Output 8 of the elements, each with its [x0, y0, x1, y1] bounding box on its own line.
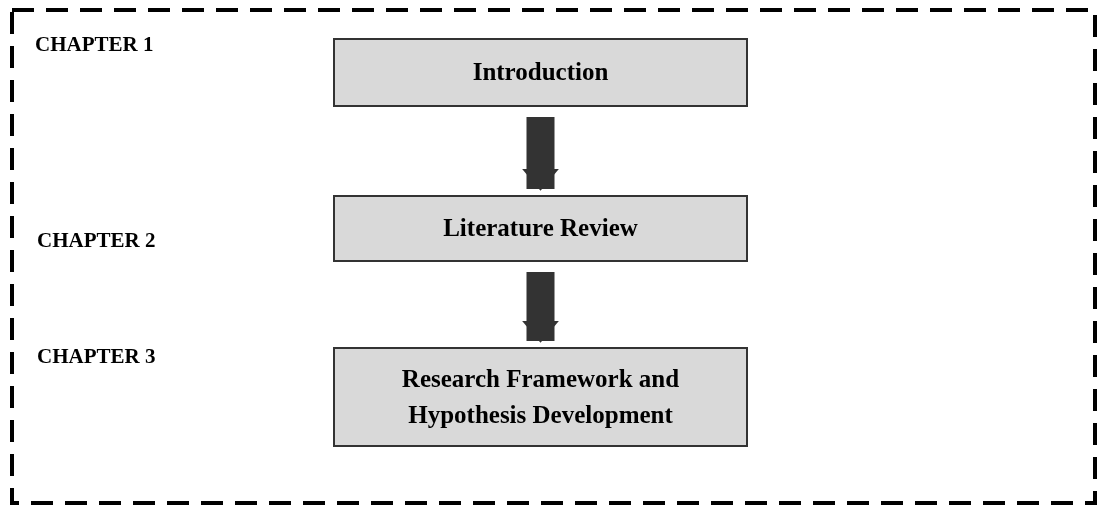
process-box: Literature Review: [333, 195, 748, 262]
process-box: Introduction: [333, 38, 748, 107]
chapter-label: CHAPTER 2: [37, 228, 156, 253]
block-arrow: [521, 117, 560, 191]
block-arrow: [521, 272, 560, 343]
chapter-label: CHAPTER 3: [37, 344, 156, 369]
chapter-label: CHAPTER 1: [35, 32, 154, 57]
process-box: Research Framework and Hypothesis Development: [333, 347, 748, 447]
